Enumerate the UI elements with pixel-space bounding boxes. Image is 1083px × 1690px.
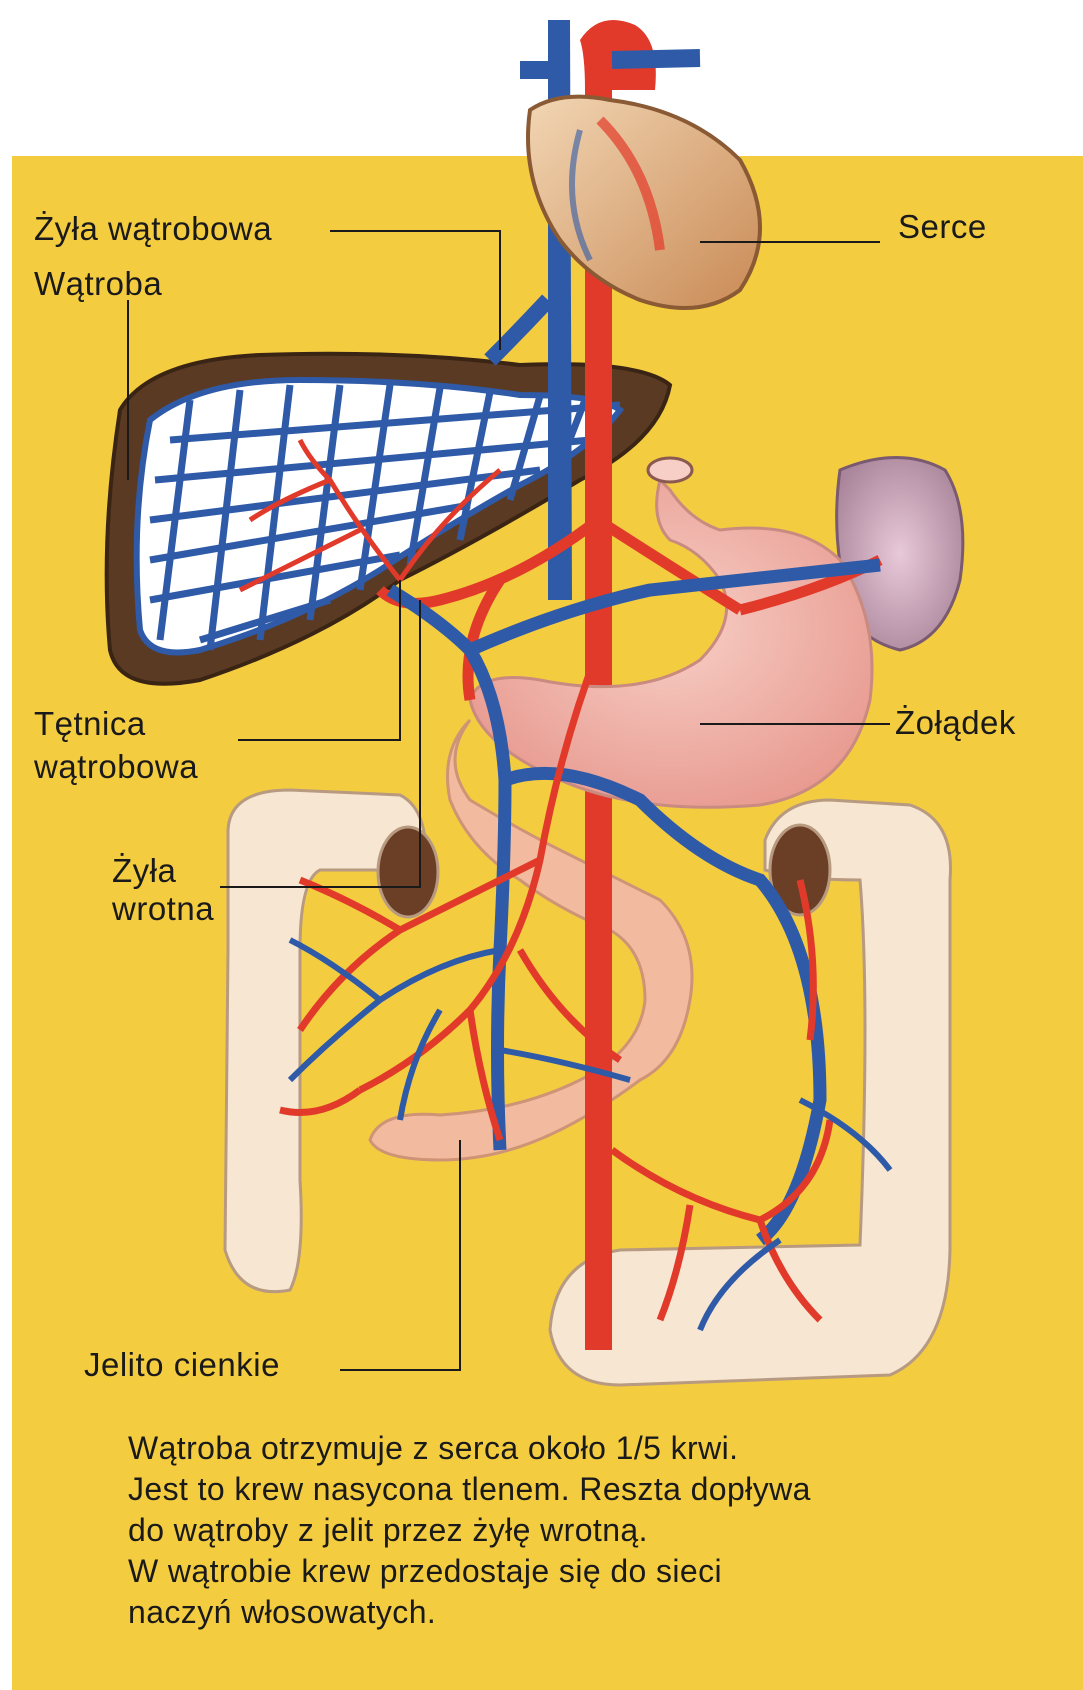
label-stomach: Żołądek bbox=[895, 704, 1016, 742]
caption-line: naczyń włosowatych. bbox=[128, 1592, 1028, 1633]
caption-line: Jest to krew nasycona tlenem. Reszta dop… bbox=[128, 1469, 1028, 1510]
label-portal-vein-line1: Żyła bbox=[112, 852, 176, 890]
caption-line: W wątrobie krew przedostaje się do sieci bbox=[128, 1551, 1028, 1592]
caption-line: Wątroba otrzymuje z serca około 1/5 krwi… bbox=[128, 1428, 1028, 1469]
label-heart: Serce bbox=[898, 208, 987, 246]
label-small-intestine: Jelito cienkie bbox=[84, 1346, 280, 1384]
label-hepatic-artery-line2: wątrobowa bbox=[34, 748, 198, 786]
caption: Wątroba otrzymuje z serca około 1/5 krwi… bbox=[128, 1428, 1028, 1633]
label-hepatic-artery-line1: Tętnica bbox=[34, 705, 146, 743]
caption-line: do wątroby z jelit przez żyłę wrotną. bbox=[128, 1510, 1028, 1551]
label-liver: Wątroba bbox=[34, 265, 162, 303]
label-hepatic-vein: Żyła wątrobowa bbox=[34, 210, 272, 248]
label-portal-vein-line2: wrotna bbox=[112, 890, 214, 928]
